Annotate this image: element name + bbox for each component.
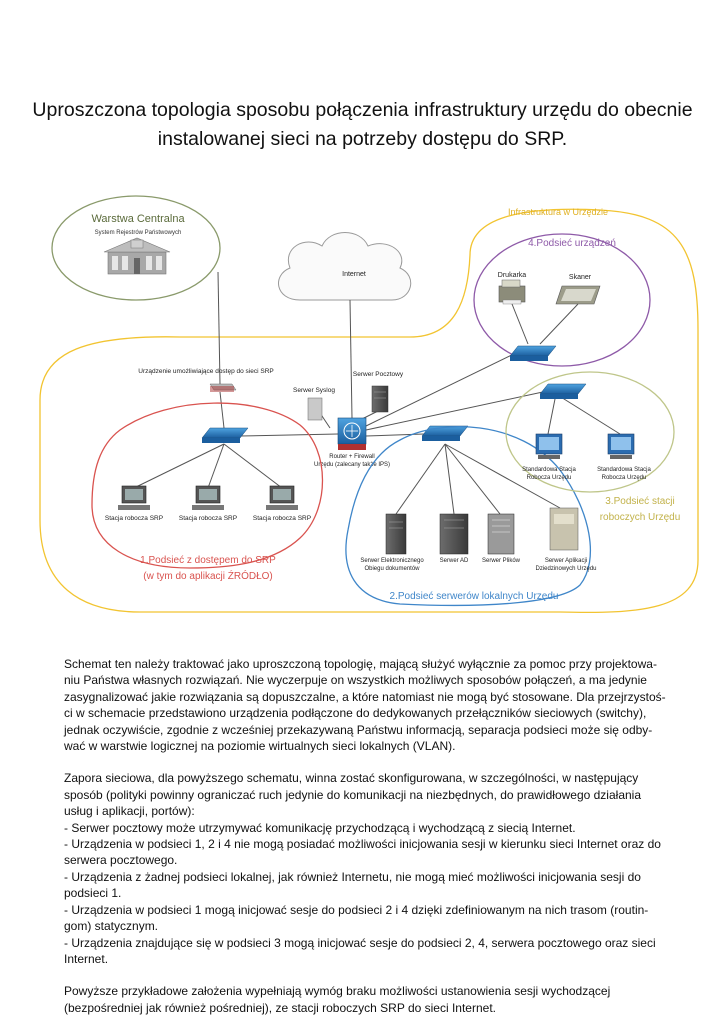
- subnet3-label-line1: 3.Podsieć stacji: [605, 496, 674, 507]
- router-firewall-icon: [337, 417, 367, 450]
- document-server-icon: [385, 513, 407, 555]
- router-label-line1: Router + Firewall: [329, 454, 375, 460]
- ad-server-label: Serwer AD: [440, 558, 469, 564]
- syslog-server-label: Serwer Syslog: [293, 387, 335, 394]
- text-line: - Urządzenia w podsieci 1, 2 i 4 nie mog…: [64, 837, 661, 852]
- text-line: serwera pocztowego.: [64, 853, 178, 868]
- switch-subnet3-icon: [539, 383, 587, 399]
- ad-server-icon: [439, 513, 469, 555]
- paragraph-firewall-rules: Zapora sieciowa, dla powyższego schematu…: [64, 770, 684, 967]
- subnet4-label: 4.Podsieć urządzeń: [528, 238, 616, 249]
- switch-subnet1-icon: [201, 427, 249, 443]
- subnet3-label-line2: roboczych Urzędu: [600, 512, 681, 523]
- internet-cloud-icon: [278, 232, 412, 301]
- standard-workstation-2-label-line2: Robocza Urzędu: [602, 475, 647, 481]
- mail-server-icon: [371, 385, 389, 413]
- srp-workstation-1-label: Stacja robocza SRP: [105, 515, 163, 522]
- page-title: Uproszczona topologia sposobu połączenia…: [20, 96, 705, 154]
- text-line: - Serwer pocztowy może utrzymywać komuni…: [64, 820, 576, 835]
- subnet2-boundary: [345, 426, 592, 607]
- document-server-label-line1: Serwer Elektronicznego: [360, 558, 424, 564]
- subnet1-boundary: [91, 402, 324, 569]
- srp-workstation-2-label: Stacja robocza SRP: [179, 515, 237, 522]
- text-line: zasygnalizować jakie rozwiązania są dopu…: [64, 689, 666, 704]
- central-layer-subtitle: System Rejestrów Państwowych: [95, 230, 182, 236]
- syslog-server-icon: [307, 397, 323, 421]
- switch-subnet4-icon: [509, 345, 557, 361]
- government-building-icon: [103, 237, 171, 275]
- text-line: - Urządzenia znajdujące się w podsieci 3…: [64, 935, 656, 950]
- subnet4-ellipse: [473, 233, 651, 367]
- office-infrastructure-boundary: [39, 208, 699, 614]
- subnet3-ellipse: [505, 371, 675, 493]
- paragraph-intro: Schemat ten należy traktować jako uprosz…: [64, 656, 684, 754]
- standard-workstation-1-label-line2: Robocza Urzędu: [527, 475, 572, 481]
- internet-label: Internet: [342, 271, 366, 278]
- printer-label: Drukarka: [498, 272, 527, 279]
- text-line: ci w schemacie przedstawiono urządzenia …: [64, 706, 647, 721]
- text-line: podsieci 1.: [64, 886, 122, 901]
- srp-workstation-3: [266, 485, 298, 510]
- document-server-label-line2: Obiegu dokumentów: [364, 566, 420, 572]
- text-line: jednak oczywiście, zgodnie z wcześniej p…: [64, 722, 653, 737]
- title-line-2: instalowanej sieci na potrzeby dostępu d…: [157, 128, 568, 150]
- standard-workstation-2: [607, 433, 635, 459]
- standard-workstation-2-label-line1: Standardowa Stacja: [597, 467, 651, 473]
- subnet1-label-line2: (w tym do aplikacji ŹRÓDŁO): [143, 569, 272, 582]
- network-topology-diagram: Warstwa Centralna System Rejestrów Państ…: [39, 195, 699, 614]
- switch-subnet2-icon: [421, 425, 469, 441]
- file-server-label: Serwer Plików: [482, 558, 521, 564]
- application-server-label-line2: Dziedzinowych Urzędu: [535, 566, 596, 572]
- text-line: Schemat ten należy traktować jako uprosz…: [64, 657, 657, 671]
- application-server-label-line1: Serwer Aplikacji: [545, 558, 587, 564]
- scanner-icon: [555, 285, 601, 305]
- standard-workstation-1: [535, 433, 563, 459]
- standard-workstation-1-label-line1: Standardowa Stacja: [522, 467, 576, 473]
- subnet2-label: 2.Podsieć serwerów lokalnych Urzędu: [390, 591, 559, 602]
- paragraph-summary: Powyższe przykładowe założenia wypełniaj…: [64, 983, 684, 1016]
- srp-workstation-2: [192, 485, 224, 510]
- text-line: niu Państwa własnych rozwiązań. Nie wycz…: [64, 673, 647, 688]
- scanner-label: Skaner: [569, 274, 592, 281]
- text-line: sposób (polityki powinny ograniczać ruch…: [64, 787, 642, 802]
- central-layer-ellipse: [51, 195, 221, 301]
- text-line: Powyższe przykładowe założenia wypełniaj…: [64, 984, 611, 999]
- title-line-1: Uproszczona topologia sposobu połączenia…: [32, 99, 693, 121]
- srp-access-device-icon: [209, 383, 237, 392]
- subnet1-label-line1: 1.Podsieć z dostępem do SRP: [140, 555, 276, 566]
- text-line: wać w warstwie logicznej na poziomie wir…: [64, 739, 456, 754]
- srp-workstation-1: [118, 485, 150, 510]
- printer-icon: [498, 279, 526, 305]
- srp-workstation-3-label: Stacja robocza SRP: [253, 515, 311, 522]
- file-server-icon: [487, 513, 515, 555]
- text-line: (bezpośredniej jak również pośredniej), …: [64, 1000, 496, 1015]
- text-line: gom) statycznym.: [64, 919, 159, 934]
- text-line: Zapora sieciowa, dla powyższego schematu…: [64, 771, 639, 786]
- text-line: usług i aplikacji, portów):: [64, 804, 195, 819]
- office-infrastructure-label: Infrastruktura w Urzędzie: [508, 207, 608, 217]
- text-line: - Urządzenia w podsieci 1 mogą inicjować…: [64, 902, 649, 917]
- central-layer-title: Warstwa Centralna: [91, 213, 185, 225]
- mail-server-label: Serwer Pocztowy: [353, 371, 404, 378]
- text-line: - Urządzenia z żadnej podsieci lokalnej,…: [64, 869, 641, 884]
- text-line: Internet.: [64, 951, 109, 966]
- application-server-icon: [549, 507, 579, 551]
- body-text: Schemat ten należy traktować jako uprosz…: [64, 656, 684, 1032]
- router-label-line2: Urzędu (zalecany także IPS): [314, 462, 390, 468]
- srp-device-label: Urządzenie umożliwiające dostęp do sieci…: [138, 368, 273, 375]
